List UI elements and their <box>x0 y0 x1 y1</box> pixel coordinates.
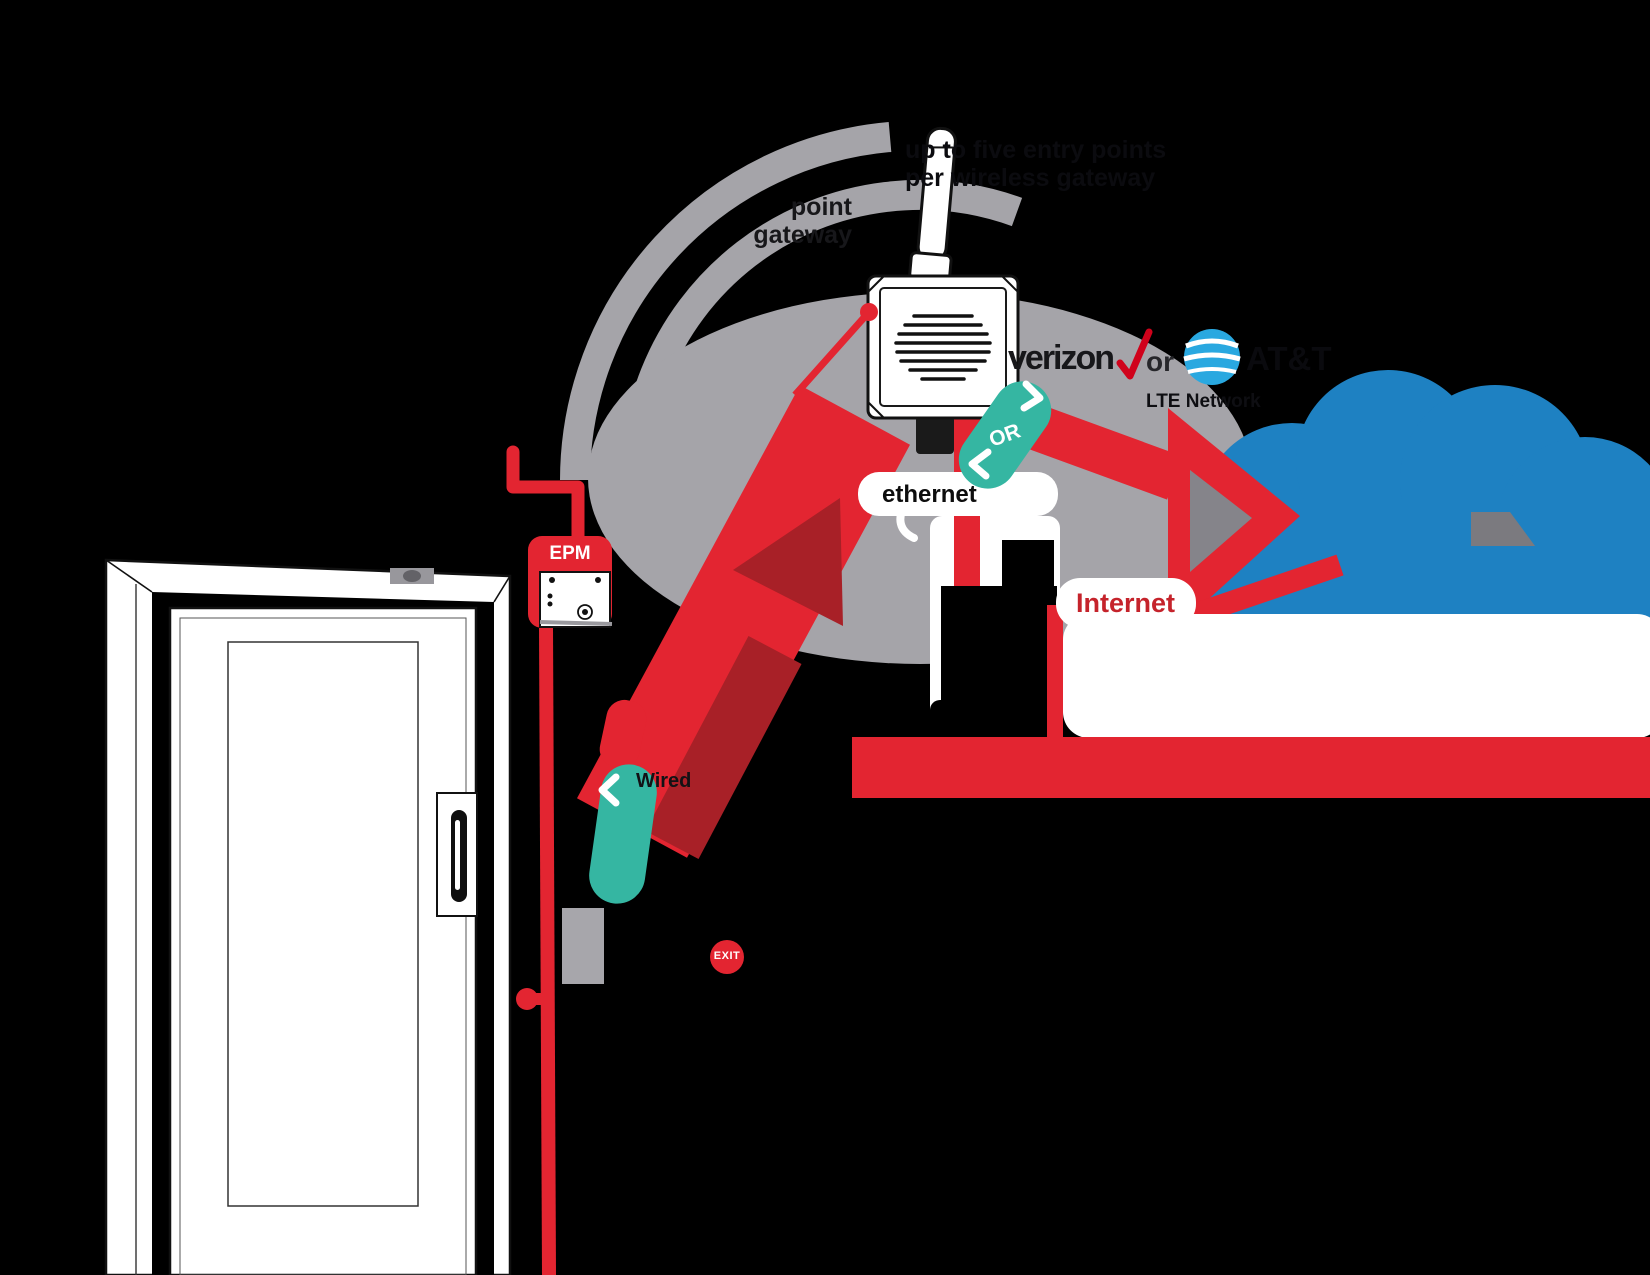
gateway-device <box>860 126 1020 454</box>
gateway-antenna <box>908 126 957 283</box>
verizon-check-icon <box>1116 328 1153 380</box>
chevron-icon <box>968 448 992 480</box>
exit-button-label: EXIT <box>713 950 741 962</box>
gateway-speaker-lines <box>894 314 992 381</box>
card-reader <box>562 908 604 984</box>
epm-module <box>528 536 613 628</box>
red-bottom-bar <box>852 737 1650 798</box>
wifi-ripple-arc <box>560 122 892 481</box>
gateway-label-line1: point <box>790 193 852 221</box>
gateway-label-line2: gateway <box>753 221 852 249</box>
gateway-port <box>916 416 954 454</box>
carrier-graphics <box>1116 328 1241 385</box>
epm-logo <box>577 604 593 620</box>
carrier-caption: LTE Network <box>1146 391 1261 412</box>
att-logo-text: AT&T <box>1246 340 1332 377</box>
door-panel <box>227 641 419 1207</box>
teal-connector-blob <box>589 764 657 904</box>
epm-screw <box>595 577 601 583</box>
wiring-faint-label: Wired <box>636 770 692 792</box>
internet-label: Internet <box>1076 588 1176 618</box>
red-wiring <box>506 309 910 1275</box>
router-silhouette <box>930 540 1080 744</box>
arrow-to-cloud <box>1022 403 1300 636</box>
heading-line1: up to five entry points <box>905 136 1167 164</box>
chevron-icon <box>598 773 620 807</box>
cloud-inner-shape <box>1471 512 1535 546</box>
gateway-label: point gateway <box>690 193 852 249</box>
verizon-logo-text: verizon <box>1008 339 1115 377</box>
chevron-icon <box>1020 380 1044 412</box>
carrier-or-word: or <box>1146 346 1174 377</box>
arrow-shaft <box>1022 403 1183 500</box>
door-wiring-connector <box>589 699 657 904</box>
door-sensor-magnet <box>403 570 421 582</box>
door <box>104 558 512 1275</box>
arrow-head-shadow <box>1190 470 1252 572</box>
internet-panel <box>1056 578 1650 738</box>
white-panel <box>1063 614 1650 738</box>
ethernet-assembly <box>858 472 1058 542</box>
epm-top-wire <box>506 445 585 545</box>
beam-inner-arrow-head <box>733 498 843 626</box>
gateway-left-wire <box>792 309 872 398</box>
beam-inner-arrow-shaft <box>645 635 802 860</box>
ethernet-label: ethernet <box>882 481 977 508</box>
wall-wire <box>539 627 556 1275</box>
epm-label: EPM <box>549 543 591 564</box>
or-badge-shape <box>958 380 1052 489</box>
epm-screw <box>549 577 555 583</box>
wireless-beam <box>577 385 910 858</box>
exit-button-circle <box>710 940 744 974</box>
ethernet-cable-hook <box>896 501 918 542</box>
red-connector-blob <box>599 699 647 769</box>
gateway-wire-dot <box>860 303 878 321</box>
heading-line2: per wireless gateway <box>905 164 1156 192</box>
gateway-face <box>879 287 1007 407</box>
wire-node-dot <box>516 988 538 1010</box>
